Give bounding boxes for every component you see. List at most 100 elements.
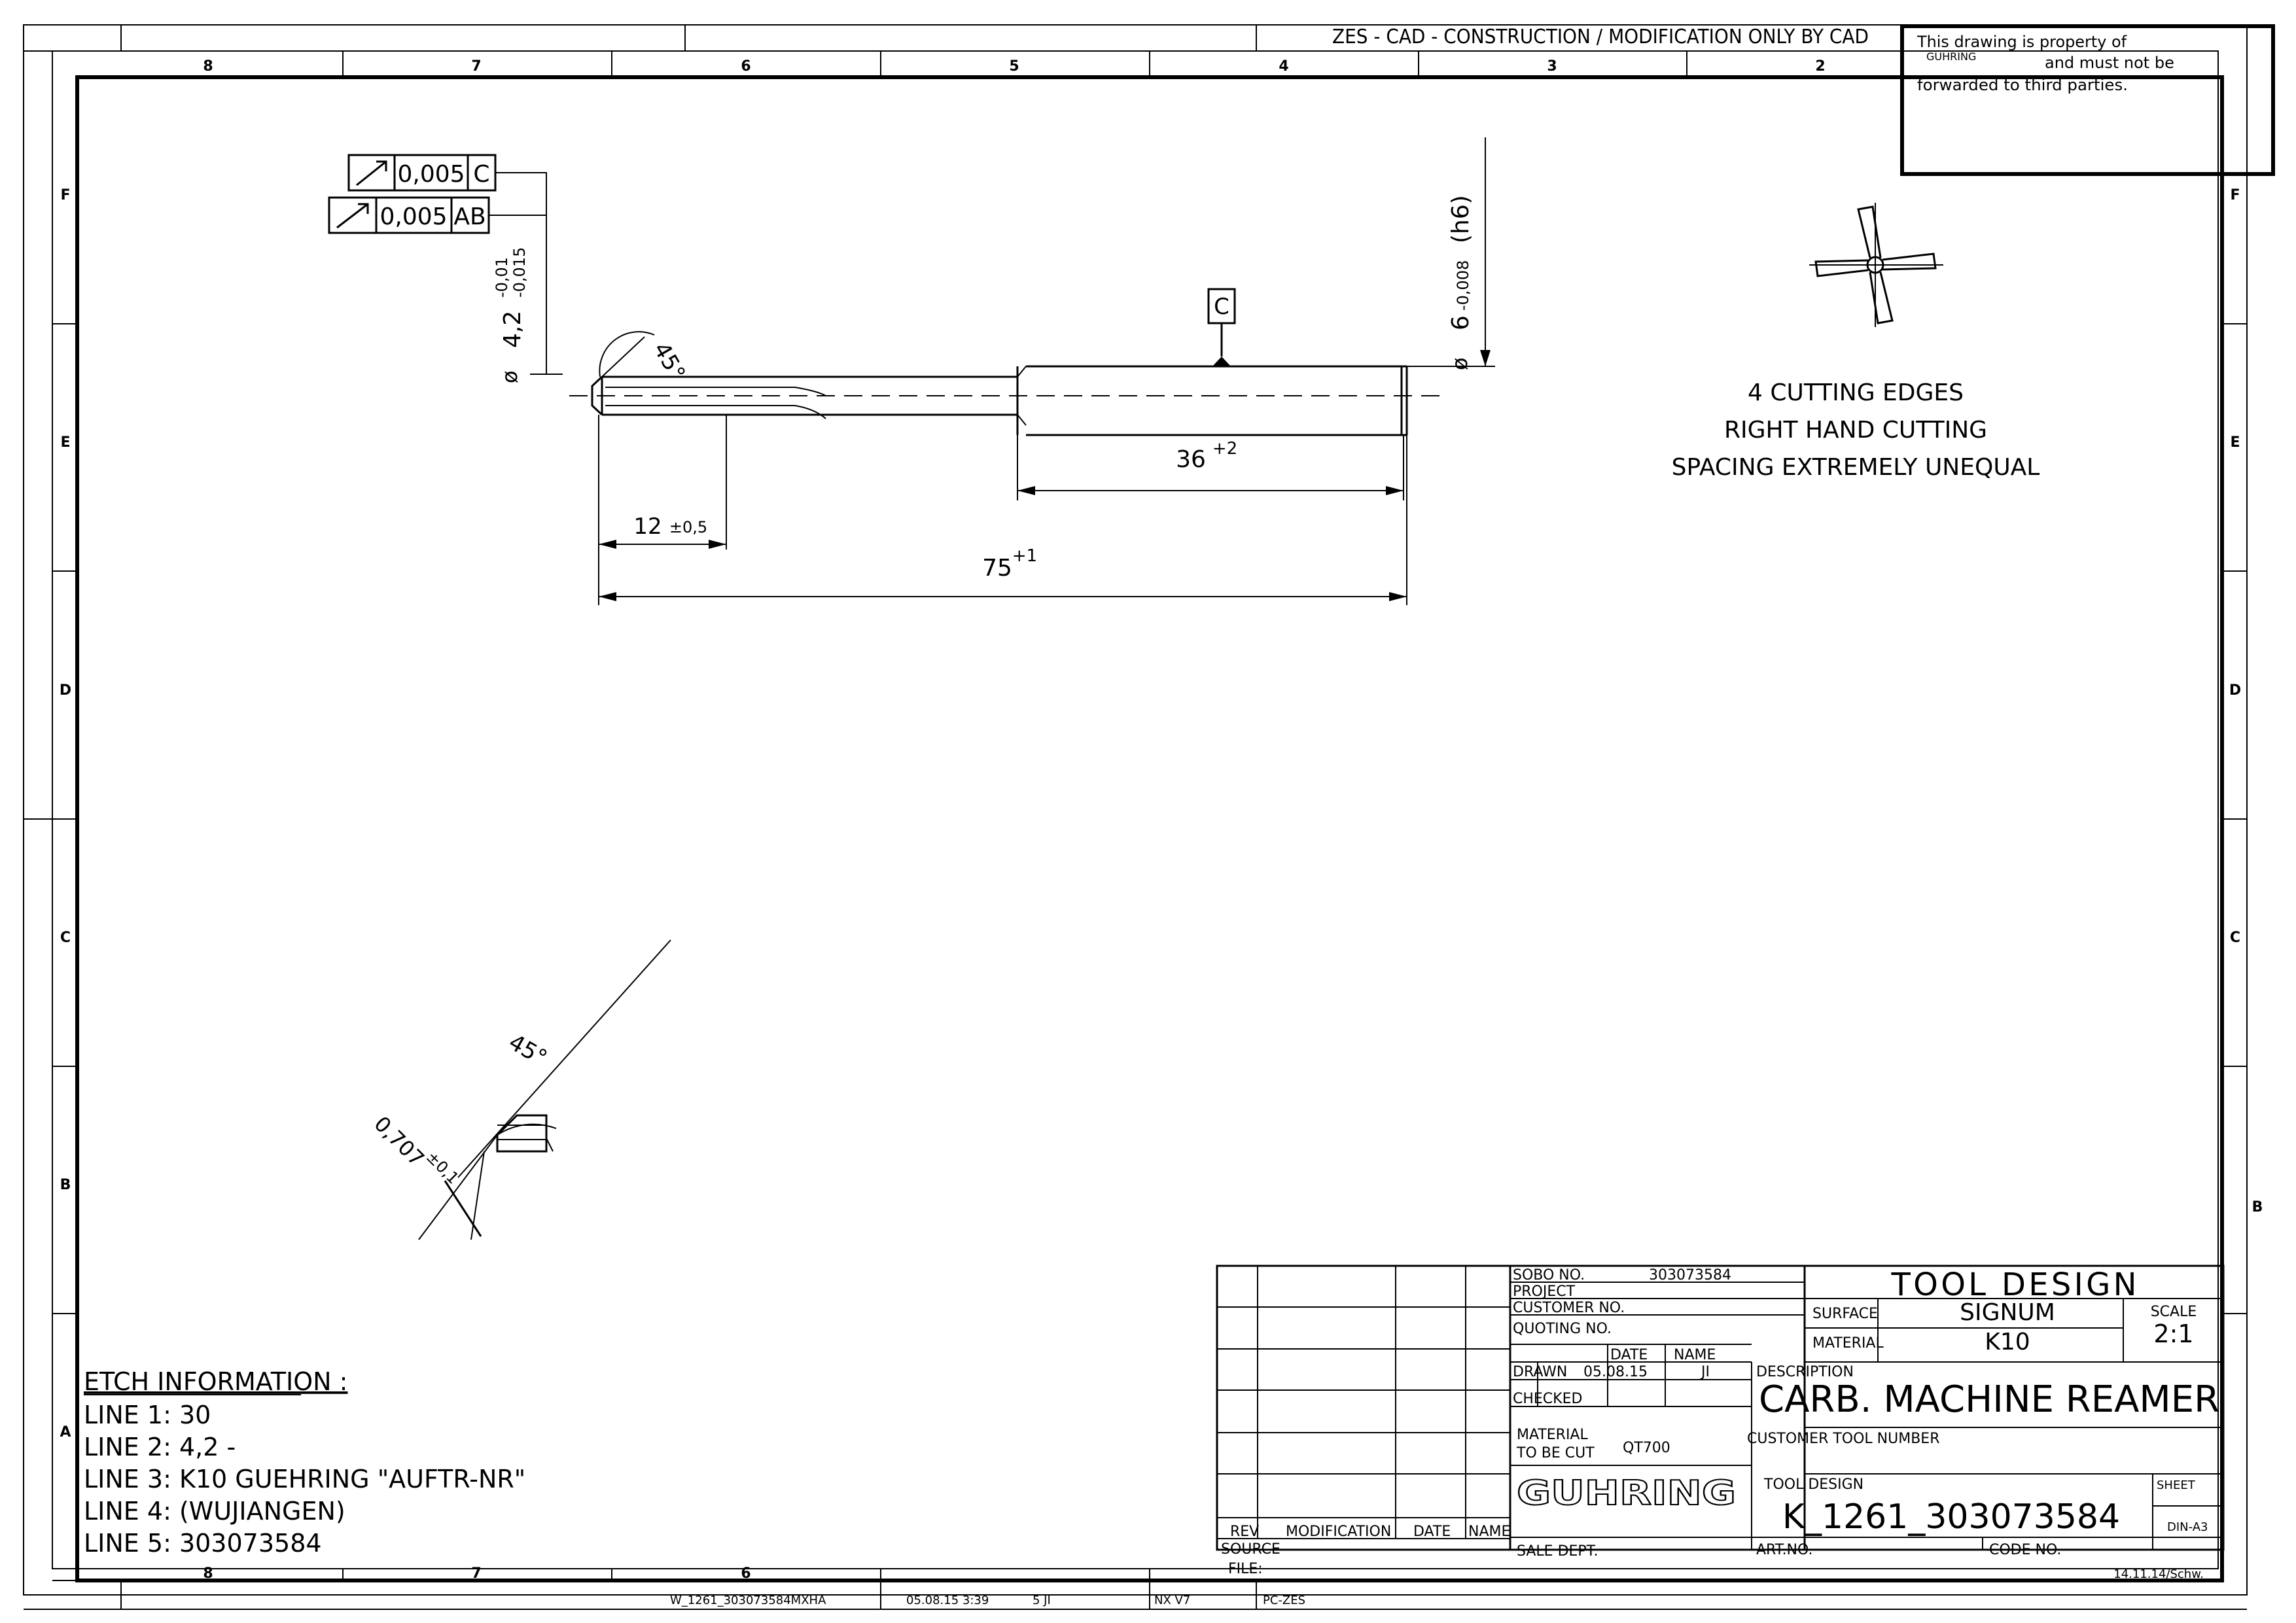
dim-d2-tol: -0,008 (1454, 260, 1472, 311)
sheet-label: SHEET (2157, 1478, 2196, 1492)
rev-header: REV (1230, 1524, 1259, 1540)
dim-diameter-42: ø 4,2 -0,01 -0,015 (493, 247, 529, 383)
scale-value: 2:1 (2153, 1319, 2193, 1348)
footer-datetime: 05.08.15 3:39 (906, 1594, 989, 1607)
zone-bottom-7: 7 (471, 1565, 481, 1582)
note-spacing: SPACING EXTREMELY UNEQUAL (1672, 454, 2040, 481)
surface-value: SIGNUM (1960, 1299, 2055, 1326)
zone-col-2: 2 (1815, 58, 1825, 75)
zone-right-e: E (2230, 434, 2240, 451)
bottom-zone-ticks (24, 1569, 2247, 1610)
drawn-label: DRAWN (1513, 1364, 1567, 1380)
sale-dept-label: SALE DEPT. (1517, 1543, 1598, 1560)
zone-row-c: C (60, 930, 71, 946)
etch-title: ETCH INFORMATION : (84, 1367, 347, 1396)
drawn-date: 05.08.15 (1583, 1364, 1648, 1380)
dim-total-length: 75 +1 (599, 435, 1407, 605)
material-cut-label-2: TO BE CUT (1516, 1445, 1595, 1461)
zone-right-c: C (2230, 930, 2240, 946)
tolerance-frame-ab: 0,005 AB (328, 196, 490, 234)
footer-software: NX V7 (1154, 1594, 1190, 1607)
etch-line-4: LINE 4: (WUJIANGEN) (84, 1497, 345, 1526)
info-block: SOBO NO. 303073584 PROJECT CUSTOMER NO. … (1509, 1265, 1806, 1560)
zone-row-d: D (60, 682, 71, 699)
dim-diameter-6: ø 6 -0,008 (h6) (1407, 137, 1495, 370)
zone-col-3: 3 (1547, 58, 1557, 75)
etch-line-5: LINE 5: 303073584 (84, 1529, 322, 1558)
description-value: CARB. MACHINE REAMER (1759, 1378, 2219, 1421)
etch-line-1: LINE 1: 30 (84, 1401, 211, 1429)
runout-icon (336, 203, 369, 229)
material-value: K10 (1985, 1329, 2030, 1355)
sheet-border (23, 24, 2248, 1610)
customer-tool-label: CUSTOMER TOOL NUMBER (1747, 1431, 1940, 1447)
dim-d2-value: 6 (1447, 315, 1474, 330)
etch-information: ETCH INFORMATION : LINE 1: 30 LINE 2: 4,… (84, 1367, 525, 1558)
dim-shank-value: 36 (1176, 446, 1206, 473)
dim-d1-value: 4,2 (499, 311, 526, 348)
tool-notes: 4 CUTTING EDGES RIGHT HAND CUTTING SPACI… (1672, 379, 2040, 481)
footer-file: W_1261_303073584MXHA (670, 1594, 826, 1607)
sobo-label: SOBO NO. (1513, 1267, 1585, 1283)
footer-user: 5 JI (1033, 1594, 1051, 1607)
checked-label: CHECKED (1513, 1391, 1582, 1407)
cad-notice: ZES - CAD - CONSTRUCTION / MODIFICATION … (1332, 26, 1869, 48)
material-cut-label-1: MATERIAL (1517, 1427, 1588, 1443)
frame-leaders (489, 172, 563, 375)
reamer-end-view (1809, 203, 1943, 327)
tolerance-frame-c: 0,005 C (347, 154, 497, 192)
tool-design-title: TOOL DESIGN (1891, 1266, 2137, 1303)
file-label: FILE: (1228, 1561, 1263, 1577)
project-label: PROJECT (1513, 1283, 1576, 1300)
dim-total-tol: +1 (1012, 546, 1037, 566)
format-value: DIN-A3 (2167, 1520, 2208, 1534)
dim-shank-tol: +2 (1212, 439, 1237, 459)
side-zone-ticks (24, 323, 2247, 1314)
runout-icon (356, 160, 387, 186)
frame-c-datum: C (473, 161, 489, 188)
dim-d1-symbol: ø (497, 370, 522, 383)
material-cut-value: QT700 (1623, 1440, 1670, 1456)
frame-c-value: 0,005 (397, 161, 465, 188)
dim-shank-length: 36 +2 (1017, 435, 1404, 500)
zone-row-f: F (60, 187, 70, 203)
detail-angle: 45° (504, 1029, 552, 1072)
zone-col-5: 5 (1009, 58, 1019, 75)
customer-no-label: CUSTOMER NO. (1513, 1300, 1625, 1316)
tool-design-value: K_1261_303073584 (1782, 1497, 2120, 1537)
dim-flute-value: 12 (633, 514, 662, 540)
dim-d1-upper: -0,01 (493, 257, 511, 298)
zone-col-8: 8 (203, 58, 213, 75)
dim-flute-tol: ±0,5 (669, 518, 707, 536)
zone-bottom-8: 8 (203, 1565, 213, 1582)
tool-design-label: TOOL DESIGN (1763, 1476, 1863, 1493)
rev-name-header: NAME (1468, 1524, 1510, 1540)
frame-ab-value: 0,005 (380, 203, 447, 230)
code-no-label: CODE NO. (1989, 1542, 2061, 1558)
description-label: DESCRIPTION (1756, 1364, 1854, 1380)
drawn-name: JI (1700, 1364, 1710, 1380)
quoting-label: QUOTING NO. (1513, 1321, 1612, 1337)
property-company: GUHRING (1926, 50, 1976, 63)
zone-bottom-6: 6 (741, 1565, 751, 1582)
art-no-label: ART.NO. (1756, 1542, 1812, 1558)
source-label: SOURCE (1221, 1541, 1280, 1558)
note-hand-cutting: RIGHT HAND CUTTING (1724, 417, 1987, 444)
name-header: NAME (1674, 1347, 1716, 1363)
zone-col-7: 7 (471, 58, 481, 75)
reamer-side-view (569, 331, 1439, 436)
property-box: This drawing is property of GUHRING and … (1900, 24, 2275, 176)
detail-chamfer: 0,707 (369, 1111, 429, 1172)
zone-right-d: D (2229, 682, 2241, 699)
zone-right-b: B (2252, 1199, 2263, 1215)
title-block: REV MODIFICATION DATE NAME SOURCE FILE: … (1216, 1265, 2225, 1581)
frame-ab-datum: AB (453, 203, 486, 230)
datum-c-label: C (1214, 294, 1229, 320)
dim-d2-fit: (h6) (1447, 195, 1474, 243)
tool-design-block: TOOL DESIGN SURFACE SIGNUM MATERIAL K10 … (1747, 1265, 2225, 1581)
revision-table: REV MODIFICATION DATE NAME SOURCE FILE: (1216, 1265, 1511, 1577)
property-line1: This drawing is property of (1916, 33, 2127, 51)
note-cutting-edges: 4 CUTTING EDGES (1748, 379, 1964, 406)
dim-chamfer-angle: 45° (648, 338, 690, 385)
